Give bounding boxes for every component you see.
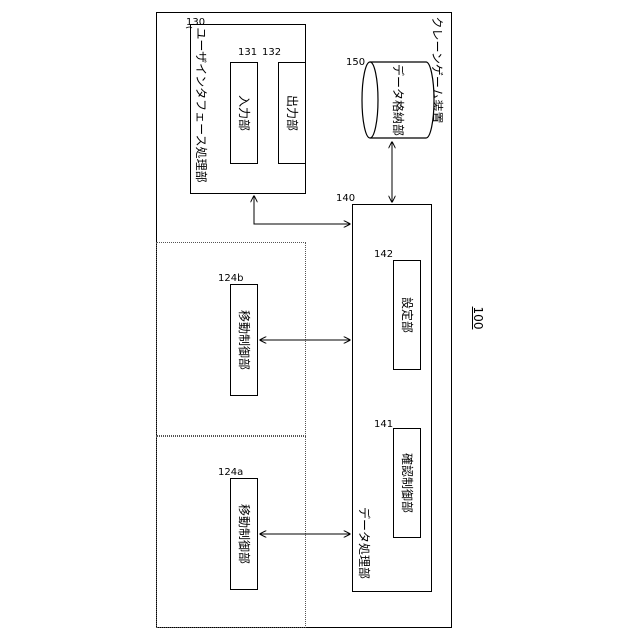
figure-number: 100: [472, 307, 484, 330]
arrow-ui-to-dataproc: [254, 196, 350, 224]
